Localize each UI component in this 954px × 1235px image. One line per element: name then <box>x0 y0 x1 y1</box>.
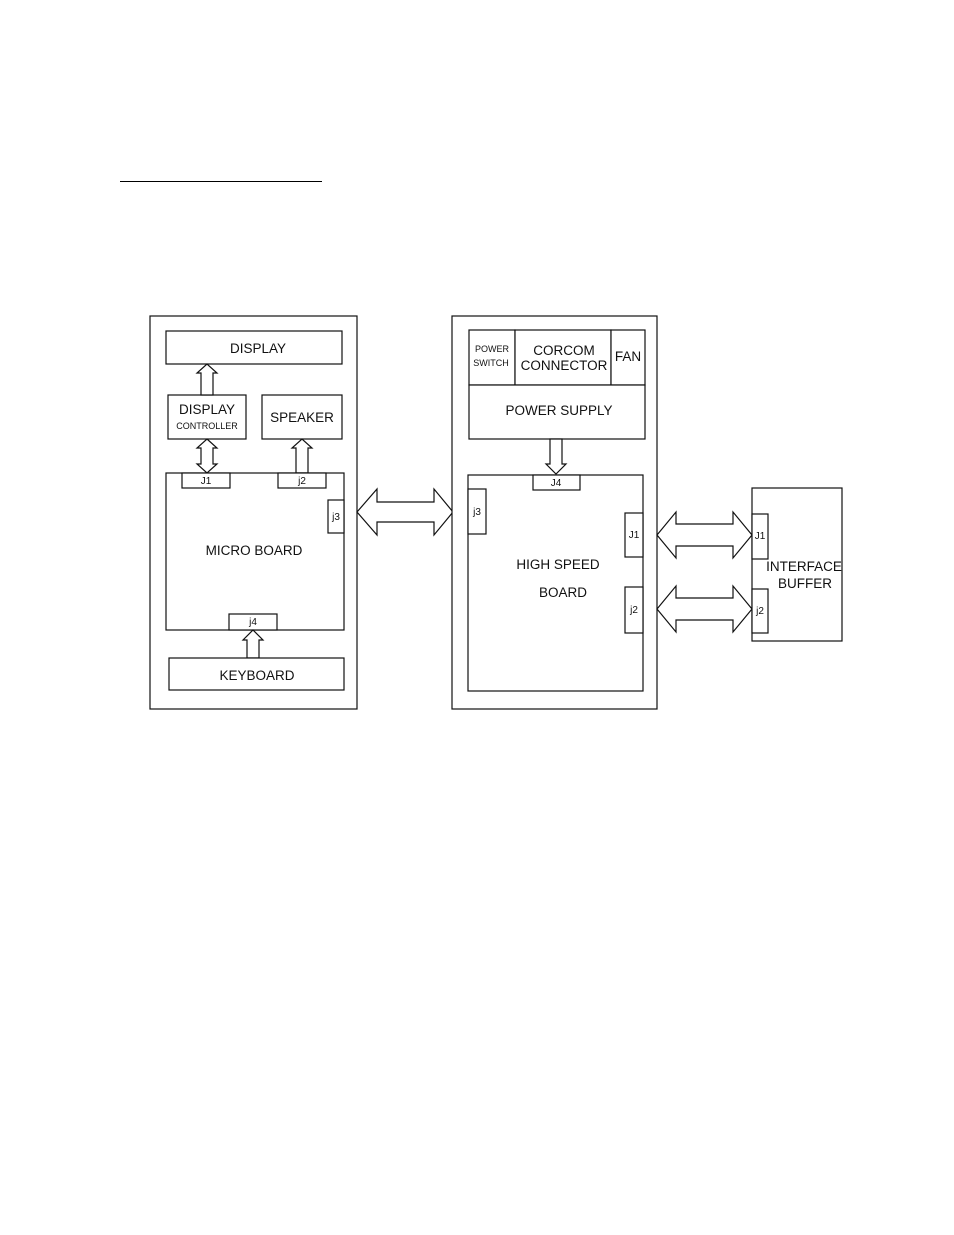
display-controller-label-1: DISPLAY <box>179 402 235 417</box>
micro-j2-label: j2 <box>297 476 306 487</box>
hs-j1-label: J1 <box>629 530 640 541</box>
speaker-label: SPEAKER <box>270 410 334 425</box>
arrow-micro-highspeed <box>357 489 453 535</box>
high-speed-board-block <box>468 475 643 691</box>
high-speed-label-1: HIGH SPEED <box>516 557 600 572</box>
micro-board-label: MICRO BOARD <box>206 543 303 558</box>
display-controller-label-2: CONTROLLER <box>176 421 238 431</box>
display-label: DISPLAY <box>230 341 286 356</box>
ib-j2-label: j2 <box>755 606 764 617</box>
micro-j1-label: J1 <box>201 476 212 487</box>
interface-buffer-label-1: INTERFACE <box>766 559 842 574</box>
arrow-hs-j2-interface <box>657 586 752 632</box>
power-supply-label: POWER SUPPLY <box>505 403 612 418</box>
fan-label: FAN <box>615 349 641 364</box>
keyboard-label: KEYBOARD <box>219 668 294 683</box>
hs-j3-label: j3 <box>472 507 481 518</box>
high-speed-label-2: BOARD <box>539 585 587 600</box>
hs-j2-label: j2 <box>629 605 638 616</box>
micro-j3-label: j3 <box>331 512 340 523</box>
arrow-hs-j1-interface <box>657 512 752 558</box>
corcom-label-1: CORCOM <box>533 343 595 358</box>
power-switch-label-1: POWER <box>475 344 510 354</box>
ib-j1-label: J1 <box>755 531 766 542</box>
corcom-label-2: CONNECTOR <box>521 358 608 373</box>
interface-buffer-label-2: BUFFER <box>778 576 832 591</box>
power-switch-label-2: SWITCH <box>473 358 509 368</box>
micro-j4-label: j4 <box>248 617 257 628</box>
hs-j4-label: J4 <box>551 478 562 489</box>
